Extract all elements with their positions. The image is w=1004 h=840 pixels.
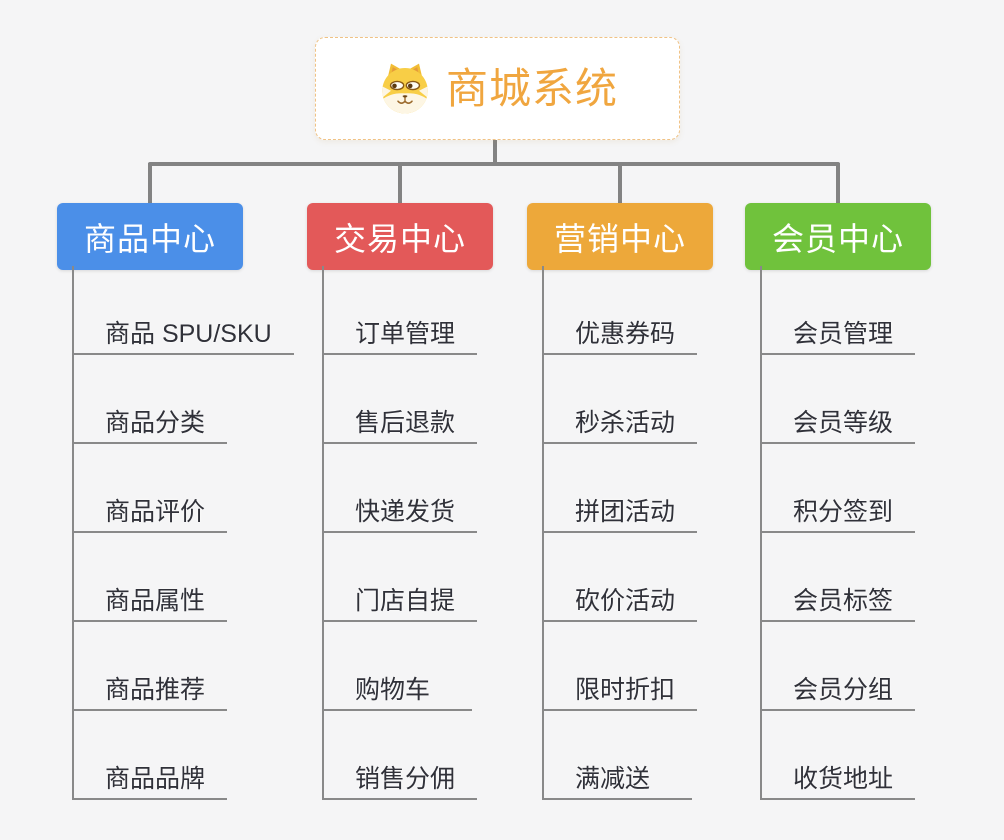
subtopic-node[interactable]: 砍价活动 (542, 533, 698, 622)
subtopic-node[interactable]: 积分签到 (760, 444, 916, 533)
subtopic-node[interactable]: 秒杀活动 (542, 355, 698, 444)
subtopic-label: 优惠券码 (575, 320, 676, 349)
dog-face-icon (382, 63, 428, 113)
subtopic-label: 砍价活动 (575, 587, 676, 616)
subtopic-label: 收货地址 (793, 765, 894, 794)
branch-label: 商品中心 (83, 220, 216, 257)
branch-label: 营销中心 (553, 220, 686, 257)
subtopic-label: 商品评价 (105, 498, 206, 527)
subtopic-label: 限时折扣 (575, 676, 676, 705)
root-title: 商城系统 (445, 64, 618, 112)
subtopic-node[interactable]: 收货地址 (760, 711, 916, 800)
subtopic-label: 会员标签 (793, 587, 894, 616)
subtopic-label: 会员管理 (793, 320, 894, 349)
subtopic-node[interactable]: 商品推荐 (72, 622, 228, 711)
subtopic-node[interactable]: 限时折扣 (542, 622, 698, 711)
subtopic-node[interactable]: 商品评价 (72, 444, 228, 533)
subtopic-label: 商品推荐 (105, 676, 206, 705)
subtopic-node[interactable]: 商品属性 (72, 533, 228, 622)
connector-root-stub (493, 139, 497, 164)
subtopic-label: 会员分组 (793, 676, 894, 705)
trunk-line (322, 266, 324, 800)
branch-column-product: 商品 SPU/SKU 商品分类 商品评价 商品属性 商品推荐 商品品牌 (72, 266, 294, 800)
subtopic-node[interactable]: 会员等级 (760, 355, 916, 444)
subtopic-node[interactable]: 购物车 (322, 622, 472, 711)
branch-node-marketing-center[interactable]: 营销中心 (527, 203, 713, 270)
root-node[interactable]: 商城系统 (315, 37, 680, 140)
subtopic-node[interactable]: 销售分佣 (322, 711, 478, 800)
subtopic-node[interactable]: 拼团活动 (542, 444, 698, 533)
subtopic-node[interactable]: 商品分类 (72, 355, 228, 444)
connector-drop-marketing (618, 163, 622, 203)
subtopic-node[interactable]: 快递发货 (322, 444, 478, 533)
subtopic-label: 门店自提 (355, 587, 456, 616)
subtopic-label: 销售分佣 (355, 765, 456, 794)
subtopic-label: 秒杀活动 (575, 409, 676, 438)
trunk-line (72, 266, 74, 800)
subtopic-label: 购物车 (355, 676, 431, 705)
branch-column-member: 会员管理 会员等级 积分签到 会员标签 会员分组 收货地址 (760, 266, 916, 800)
subtopic-label: 商品分类 (105, 409, 206, 438)
subtopic-label: 商品 SPU/SKU (105, 320, 272, 349)
subtopic-node[interactable]: 订单管理 (322, 266, 478, 355)
subtopic-label: 售后退款 (355, 409, 456, 438)
branch-column-trade: 订单管理 售后退款 快递发货 门店自提 购物车 销售分佣 (322, 266, 478, 800)
subtopic-node[interactable]: 商品 SPU/SKU (72, 266, 294, 355)
subtopic-label: 积分签到 (793, 498, 894, 527)
subtopic-label: 满减送 (575, 765, 651, 794)
subtopic-node[interactable]: 门店自提 (322, 533, 478, 622)
subtopic-node[interactable]: 满减送 (542, 711, 692, 800)
connector-drop-trade (398, 163, 402, 203)
subtopic-node[interactable]: 商品品牌 (72, 711, 228, 800)
subtopic-node[interactable]: 会员标签 (760, 533, 916, 622)
branch-column-marketing: 优惠券码 秒杀活动 拼团活动 砍价活动 限时折扣 满减送 (542, 266, 698, 800)
trunk-line (542, 266, 544, 800)
subtopic-label: 快递发货 (355, 498, 456, 527)
branch-label: 交易中心 (333, 220, 466, 257)
subtopic-label: 商品属性 (105, 587, 206, 616)
branch-node-product-center[interactable]: 商品中心 (57, 203, 243, 270)
subtopic-node[interactable]: 会员分组 (760, 622, 916, 711)
branch-label: 会员中心 (771, 220, 904, 257)
subtopic-node[interactable]: 售后退款 (322, 355, 478, 444)
branch-node-member-center[interactable]: 会员中心 (745, 203, 931, 270)
subtopic-label: 会员等级 (793, 409, 894, 438)
connector-horizontal-bar (148, 162, 840, 166)
subtopic-node[interactable]: 优惠券码 (542, 266, 698, 355)
subtopic-label: 订单管理 (355, 320, 456, 349)
trunk-line (760, 266, 762, 800)
branch-node-trade-center[interactable]: 交易中心 (307, 203, 493, 270)
subtopic-node[interactable]: 会员管理 (760, 266, 916, 355)
connector-drop-product (148, 163, 152, 203)
subtopic-label: 商品品牌 (105, 765, 206, 794)
connector-drop-member (836, 163, 840, 203)
subtopic-label: 拼团活动 (575, 498, 676, 527)
